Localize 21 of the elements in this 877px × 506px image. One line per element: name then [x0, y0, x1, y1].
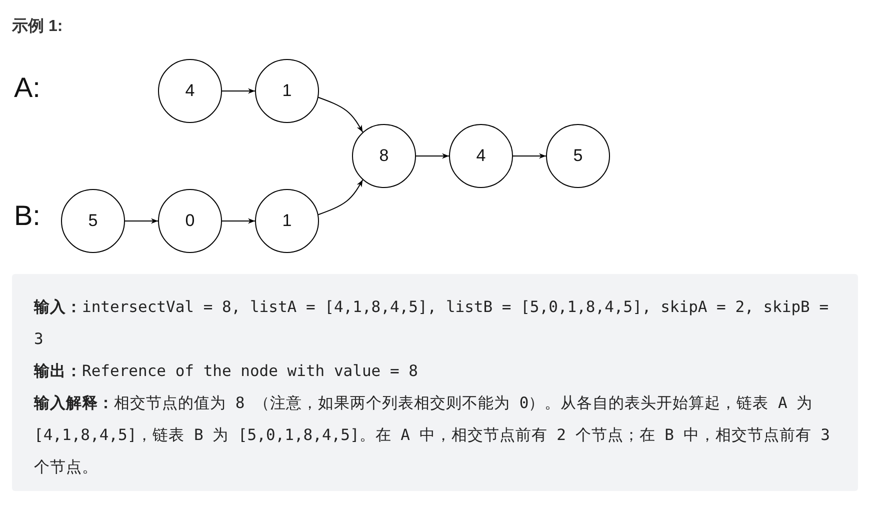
- list-label: B:: [14, 200, 40, 232]
- list-node-circle: 1: [255, 189, 319, 253]
- arrow: [222, 88, 256, 94]
- arrow: [318, 96, 364, 133]
- list-node-circle: 8: [352, 124, 416, 188]
- list-node-circle: 0: [158, 189, 222, 253]
- arrow: [318, 179, 364, 216]
- arrow: [512, 153, 546, 159]
- list-node-circle: 1: [255, 59, 319, 123]
- example-text: 输出：Reference of the node with value = 8: [34, 361, 419, 382]
- list-node-circle: 5: [546, 124, 610, 188]
- list-node-circle: 4: [158, 59, 222, 123]
- list-node-circle: 4: [449, 124, 513, 188]
- arrow: [416, 153, 450, 159]
- example-text: 输入：intersectVal = 8, listA = [4,1,8,4,5], listB = [5,0,1,8,4,5], skipA = 2, skipB = 3: [34, 297, 830, 350]
- arrow: [124, 218, 158, 224]
- list-label: A:: [14, 72, 40, 104]
- list-node-circle: 5: [61, 189, 125, 253]
- heading: 示例 1:: [12, 17, 63, 37]
- example-text: 输入解释：相交节点的值为 8 （注意，如果两个列表相交则不能为 0）。从各自的表头开始算起，链表 A 为 [4,1,8,4,5]，链表 B 为 [5,0,1,8,4,5]。在 A 中，相交节点前有 2 个节点；在 B 中，相交节点前有 3 个节点。: [34, 393, 831, 478]
- arrow: [222, 218, 256, 224]
